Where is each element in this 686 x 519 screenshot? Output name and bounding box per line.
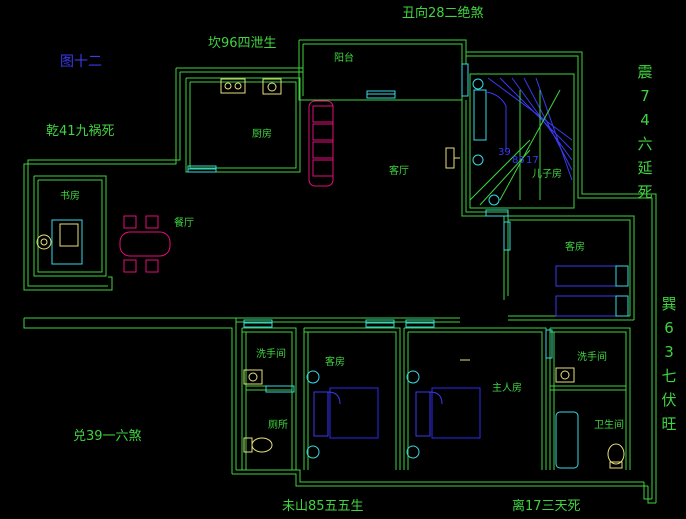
wall-lamp [445, 147, 460, 169]
living-sofa [308, 100, 334, 187]
direction-right-lower: 巽63七伏旺 [661, 295, 677, 433]
direction-top: 丑向28二绝煞 [402, 6, 484, 21]
room-label-dining: 餐厅 [174, 218, 194, 229]
master-bed [406, 359, 481, 459]
kitchen-fixtures [220, 78, 282, 95]
direction-bottom-left: 未山85五五生 [282, 499, 364, 514]
doors-windows [187, 63, 553, 393]
room-label-son: 儿子房 [532, 169, 562, 180]
direction-top-left: 坎96四泄生 [208, 36, 277, 51]
room-label-guest-right: 客房 [565, 242, 585, 253]
stair-number: 85 [512, 155, 525, 166]
figure-label: 图十二 [60, 54, 102, 70]
room-label-bath: 卫生间 [594, 420, 624, 431]
direction-bottom-right: 离17三天死 [512, 499, 581, 514]
room-label-master: 主人房 [492, 383, 522, 394]
room-label-study: 书房 [60, 191, 80, 202]
room-label-wash-right: 洗手间 [577, 352, 607, 363]
staircase [469, 73, 575, 209]
room-label-living: 客厅 [389, 166, 409, 177]
room-label-toilet: 厕所 [268, 420, 288, 431]
walls [23, 39, 657, 504]
direction-right-upper: 震74六延死 [637, 63, 653, 201]
bathroom-fixtures [243, 367, 625, 469]
room-label-guest-bottom: 客房 [325, 357, 345, 368]
dining-set [119, 215, 171, 273]
stair-number: 17 [526, 155, 539, 166]
direction-left-lower: 兑39一六煞 [73, 429, 142, 444]
guest-room-lower-bed [306, 370, 379, 459]
room-label-wash-left: 洗手间 [256, 349, 286, 360]
room-label-balcony: 阳台 [334, 53, 354, 64]
stair-number: 39 [498, 147, 511, 158]
guest-room-right-beds [555, 265, 629, 317]
room-label-kitchen: 厨房 [252, 129, 272, 140]
direction-left-upper: 乾41九祸死 [46, 124, 115, 139]
study-desk [36, 219, 83, 265]
